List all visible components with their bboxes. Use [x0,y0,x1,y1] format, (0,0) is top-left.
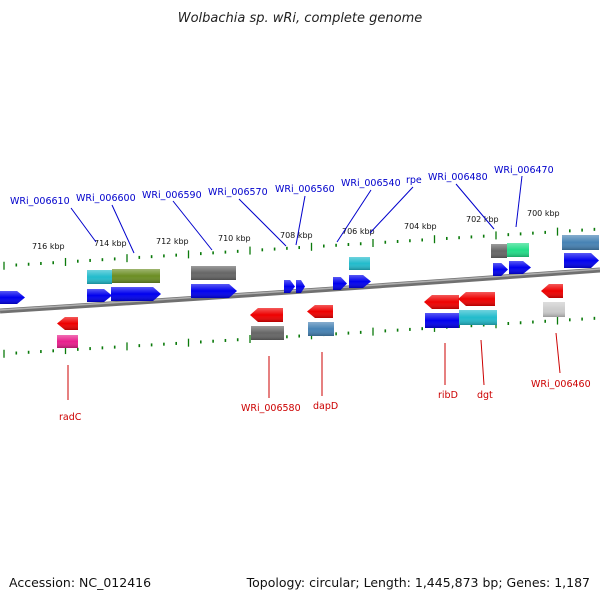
gene-label[interactable]: WRi_006560 [275,184,335,195]
cds-forward-shade [296,280,305,293]
feature-green-shade [507,243,529,257]
tick-label: 700 kbp [527,209,560,218]
feature-lightgrey-shade [543,302,565,317]
gene-label[interactable]: WRi_006580 [241,403,301,414]
cds-forward-shade [509,261,531,274]
rna-feature [349,257,370,270]
tick-label: 706 kbp [342,227,375,236]
gene-label[interactable]: WRi_006600 [76,193,136,204]
cds-reverse-shade [458,292,495,306]
cds-forward-shade [284,280,295,293]
feature-grey-shade [251,326,284,340]
feature-grey [191,266,236,280]
tick-labels: 716 kbp 714 kbp 712 kbp 710 kbp 708 kbp … [32,209,560,251]
gene-label[interactable]: dapD [313,401,338,412]
cds-forward [509,261,531,274]
gene-label[interactable]: WRi_006460 [531,379,591,390]
cds-reverse [541,284,563,298]
feature-olive [112,269,160,283]
cds-forward-shade [87,289,112,302]
cds-reverse [250,308,283,322]
cds-forward [349,275,371,288]
cds-forward-shade [493,263,508,276]
accession-text: Accession: NC_012416 [9,575,152,590]
tick-label: 704 kbp [404,222,437,231]
cds-forward [333,277,347,290]
tick-label: 714 kbp [94,239,127,248]
gene-label[interactable]: ribD [438,390,458,401]
tick-label: 716 kbp [32,242,65,251]
cds-forward [296,280,305,293]
tick-label: 712 kbp [156,237,189,246]
gene-label[interactable]: WRi_006570 [208,187,268,198]
feature-olive-shade [112,269,160,283]
cds-block-shade [425,313,459,328]
feature-grey [491,244,507,258]
cds-forward [0,291,25,304]
cds-reverse-shade [307,305,333,318]
cds-forward-shade [564,253,599,268]
gene-label[interactable]: WRi_006610 [10,196,70,207]
tick-row-reverse [3,316,596,358]
cds-reverse [57,317,78,330]
tick-label: 708 kbp [280,231,313,240]
cds-forward [284,280,295,293]
feature-grey-shade [191,266,236,280]
gene-features [0,235,599,348]
cds-forward-shade [0,291,25,304]
cds-forward-shade [191,284,237,298]
label-leaders-top [70,175,523,254]
cds-forward [111,287,161,301]
feature-grey-shade [491,244,507,258]
genome-summary-text: Topology: circular; Length: 1,445,873 bp… [246,575,590,590]
cds-forward-shade [349,275,371,288]
cds-forward [564,253,599,268]
gene-label[interactable]: WRi_006480 [428,172,488,183]
cds-reverse-shade [250,308,283,322]
cds-forward-shade [111,287,161,301]
feature-steelblue [562,235,599,250]
tick-row-forward [3,227,596,270]
cds-reverse [458,292,495,306]
feature-green [507,243,529,257]
cds-forward-shade [333,277,347,290]
cds-block [425,313,459,328]
gene-labels-bottom: radC WRi_006580 dapD ribD dgt WRi_006460 [59,379,591,423]
feature-grey [251,326,284,340]
label-leaders-bottom [67,332,561,400]
feature-magenta-shade [57,335,78,348]
feature-magenta [57,335,78,348]
rna-feature-shade [87,270,112,284]
gene-label[interactable]: rpe [406,175,422,186]
map-title: Wolbachia sp. wRi, complete genome [177,11,423,26]
feature-lightgrey [543,302,565,317]
feature-steelblue-shade [308,322,334,336]
tick-label: 710 kbp [218,234,251,243]
gene-label[interactable]: WRi_006590 [142,190,202,201]
gene-labels-top: WRi_006610 WRi_006600 WRi_006590 WRi_006… [10,165,554,207]
cds-reverse-shade [57,317,78,330]
cds-reverse-shade [541,284,563,298]
rna-feature-shade [459,310,497,325]
cds-forward [191,284,237,298]
cds-forward [87,289,112,302]
cds-reverse [424,295,459,309]
cds-reverse-shade [424,295,459,309]
gene-label[interactable]: WRi_006470 [494,165,554,176]
gene-label[interactable]: dgt [477,390,493,401]
feature-steelblue [308,322,334,336]
rna-feature [87,270,112,284]
cds-reverse [307,305,333,318]
rna-feature [459,310,497,325]
tick-label: 702 kbp [466,215,499,224]
gene-label[interactable]: WRi_006540 [341,178,401,189]
gene-label[interactable]: radC [59,412,82,423]
feature-steelblue-shade [562,235,599,250]
cds-forward [493,263,508,276]
rna-feature-shade [349,257,370,270]
